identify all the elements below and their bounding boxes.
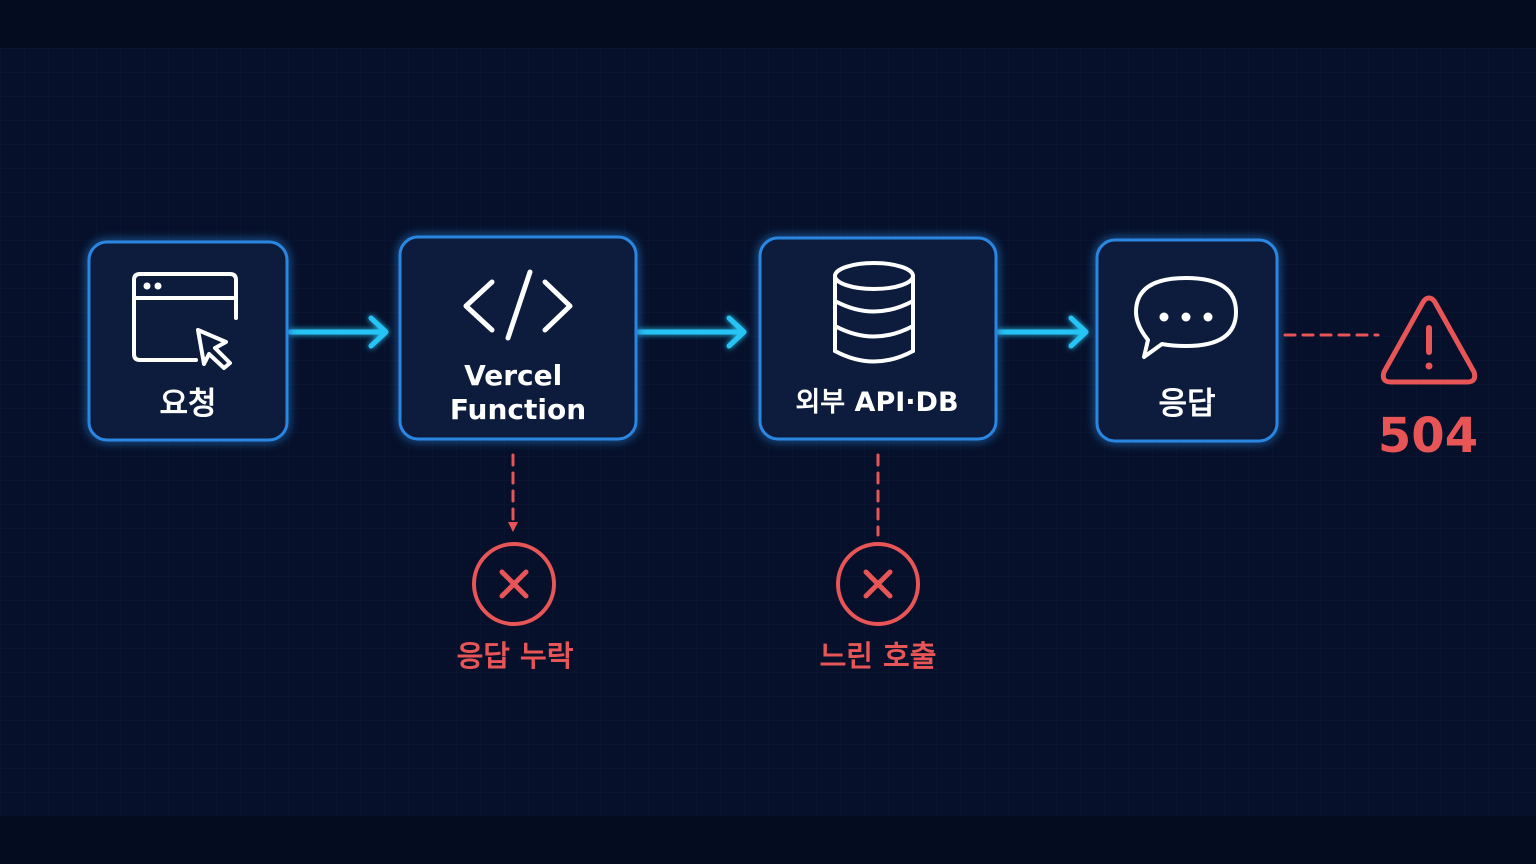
node-function-box: [398, 235, 638, 441]
error-branch-slow-call: 느린 호출: [820, 453, 937, 673]
browser-cursor-icon: [132, 272, 238, 370]
error-label-slow-call: 느린 호출: [820, 639, 937, 673]
error-x-icon: [836, 542, 920, 626]
x-mark-icon: [863, 569, 893, 599]
flow-arrow-function-to-external: [635, 315, 747, 349]
code-icon: [463, 269, 573, 341]
database-icon: [833, 261, 915, 364]
node-request-label: 요청: [159, 386, 216, 422]
flow-arrow-request-to-function: [287, 315, 389, 349]
error-label-missing-response: 응답 누락: [457, 639, 574, 673]
node-function: Vercel Function: [398, 235, 638, 441]
chat-bubble-icon: [1134, 276, 1238, 359]
error-arrowhead: [508, 522, 518, 532]
warning-triangle-icon: [1380, 295, 1478, 385]
timeout-status-code: 504: [1378, 408, 1478, 464]
node-response-label: 응답: [1158, 386, 1215, 422]
x-mark-icon: [499, 569, 529, 599]
node-request: 요청: [87, 240, 289, 442]
error-x-icon: [472, 542, 556, 626]
node-function-label: Vercel Function: [450, 359, 586, 426]
timeout-warning: 504: [1283, 295, 1478, 464]
node-function-label-line-2: Function: [450, 393, 586, 426]
node-external-box: [758, 236, 998, 441]
node-function-label-line-1: Vercel: [464, 359, 562, 392]
node-external-label: 외부 API·DB: [795, 387, 958, 418]
flow-arrow-external-to-response: [995, 315, 1089, 349]
node-external: 외부 API·DB: [758, 236, 998, 441]
node-response: 응답: [1095, 238, 1279, 443]
error-branch-missing-response: 응답 누락: [457, 453, 574, 673]
